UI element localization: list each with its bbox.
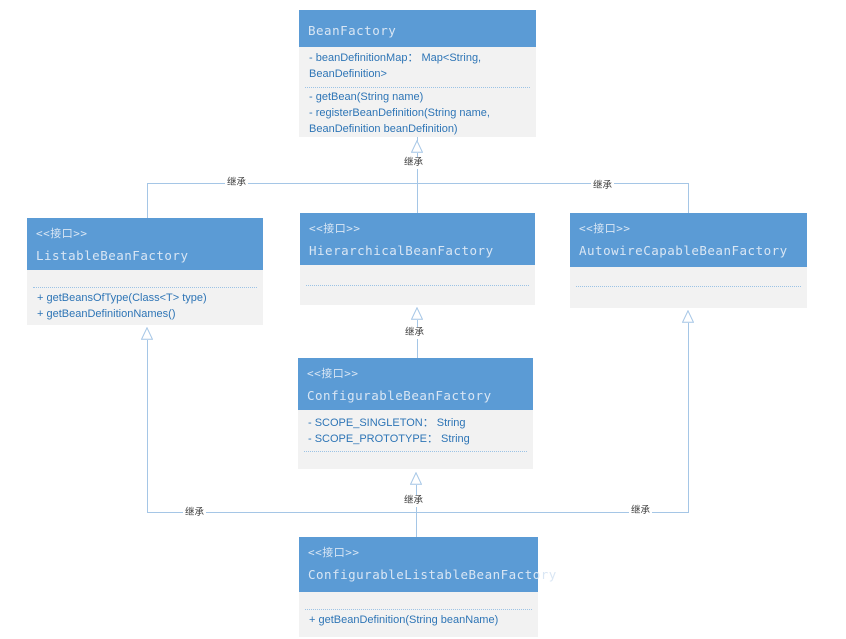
attributes-section bbox=[300, 265, 535, 285]
connector-line bbox=[688, 323, 689, 513]
method-item: + getBeanDefinitionNames() bbox=[37, 308, 176, 320]
class-name: ListableBeanFactory bbox=[36, 248, 189, 263]
member-separator bbox=[304, 451, 527, 452]
member-separator bbox=[306, 285, 529, 286]
inheritance-triangle-icon bbox=[411, 140, 423, 153]
class-name: ConfigurableBeanFactory bbox=[307, 388, 492, 403]
inheritance-triangle-icon bbox=[411, 307, 423, 320]
class-box-configurablelistablebeanfactory[interactable]: <<接口>> ConfigurableListableBeanFactory +… bbox=[299, 537, 557, 637]
inherit-label: 继承 bbox=[402, 495, 426, 507]
inherit-label: 继承 bbox=[402, 157, 426, 169]
member-separator bbox=[33, 287, 257, 288]
inherit-label: 继承 bbox=[591, 180, 615, 192]
member-separator bbox=[576, 286, 801, 287]
methods-section: + getBeanDefinition(String beanName) bbox=[299, 610, 538, 637]
inherit-label: 继承 bbox=[629, 505, 653, 517]
attributes-section bbox=[299, 592, 538, 609]
attribute-item: - SCOPE_PROTOTYPE： String bbox=[308, 433, 470, 445]
class-box-hierarchicalbeanfactory[interactable]: <<接口>> HierarchicalBeanFactory bbox=[300, 213, 535, 305]
methods-section: + getBeansOfType(Class<T> type) + getBea… bbox=[27, 288, 263, 325]
connector-line bbox=[416, 485, 417, 537]
method-item: - getBean(String name) bbox=[309, 91, 424, 103]
class-header: BeanFactory bbox=[299, 10, 536, 47]
connector-line bbox=[147, 512, 689, 513]
inherit-label: 继承 bbox=[183, 507, 207, 519]
class-stereotype: <<接口>> bbox=[36, 227, 88, 240]
attributes-section: - SCOPE_SINGLETON： String - SCOPE_PROTOT… bbox=[298, 410, 533, 451]
member-separator bbox=[305, 87, 530, 88]
inheritance-triangle-icon bbox=[410, 472, 422, 485]
class-header: <<接口>> ListableBeanFactory bbox=[27, 218, 263, 270]
class-box-autowirecapablebeanfactory[interactable]: <<接口>> AutowireCapableBeanFactory bbox=[570, 213, 807, 308]
method-item: + getBeansOfType(Class<T> type) bbox=[37, 292, 207, 304]
attributes-section: - beanDefinitionMap： Map<String, BeanDef… bbox=[299, 47, 536, 87]
methods-section bbox=[300, 286, 535, 305]
member-separator bbox=[305, 609, 532, 610]
class-name: AutowireCapableBeanFactory bbox=[579, 243, 788, 258]
class-stereotype: <<接口>> bbox=[307, 367, 359, 380]
methods-section bbox=[298, 452, 533, 469]
class-stereotype: <<接口>> bbox=[308, 546, 360, 559]
class-box-configurablebeanfactory[interactable]: <<接口>> ConfigurableBeanFactory - SCOPE_S… bbox=[298, 358, 533, 469]
class-stereotype: <<接口>> bbox=[309, 222, 361, 235]
connector-line bbox=[417, 137, 418, 141]
methods-section bbox=[570, 287, 807, 308]
class-header: <<接口>> AutowireCapableBeanFactory bbox=[570, 213, 807, 267]
attribute-item: - SCOPE_SINGLETON： String bbox=[308, 417, 466, 429]
attribute-item: - beanDefinitionMap： Map<String, BeanDef… bbox=[309, 52, 482, 80]
connector-line bbox=[147, 183, 148, 218]
class-name: ConfigurableListableBeanFactory bbox=[308, 567, 557, 582]
methods-section: - getBean(String name) - registerBeanDef… bbox=[299, 88, 536, 137]
class-name: BeanFactory bbox=[308, 23, 397, 38]
class-header: <<接口>> HierarchicalBeanFactory bbox=[300, 213, 535, 265]
method-item: - registerBeanDefinition(String name, Be… bbox=[309, 107, 490, 135]
class-header: <<接口>> ConfigurableListableBeanFactory bbox=[299, 537, 557, 592]
class-stereotype: <<接口>> bbox=[579, 222, 631, 235]
connector-line bbox=[147, 183, 689, 184]
inheritance-triangle-icon bbox=[682, 310, 694, 323]
class-header: <<接口>> ConfigurableBeanFactory bbox=[298, 358, 533, 410]
inheritance-triangle-icon bbox=[141, 327, 153, 340]
connector-line bbox=[688, 183, 689, 213]
attributes-section bbox=[570, 267, 807, 286]
method-item: + getBeanDefinition(String beanName) bbox=[309, 614, 499, 626]
class-name: HierarchicalBeanFactory bbox=[309, 243, 494, 258]
attributes-section bbox=[27, 270, 263, 287]
class-box-beanfactory[interactable]: BeanFactory - beanDefinitionMap： Map<Str… bbox=[299, 10, 536, 137]
inherit-label: 继承 bbox=[225, 177, 249, 189]
connector-line bbox=[417, 320, 418, 358]
class-box-listablebeanfactory[interactable]: <<接口>> ListableBeanFactory + getBeansOfT… bbox=[27, 218, 263, 325]
connector-line bbox=[147, 340, 148, 513]
inherit-label: 继承 bbox=[403, 327, 427, 339]
